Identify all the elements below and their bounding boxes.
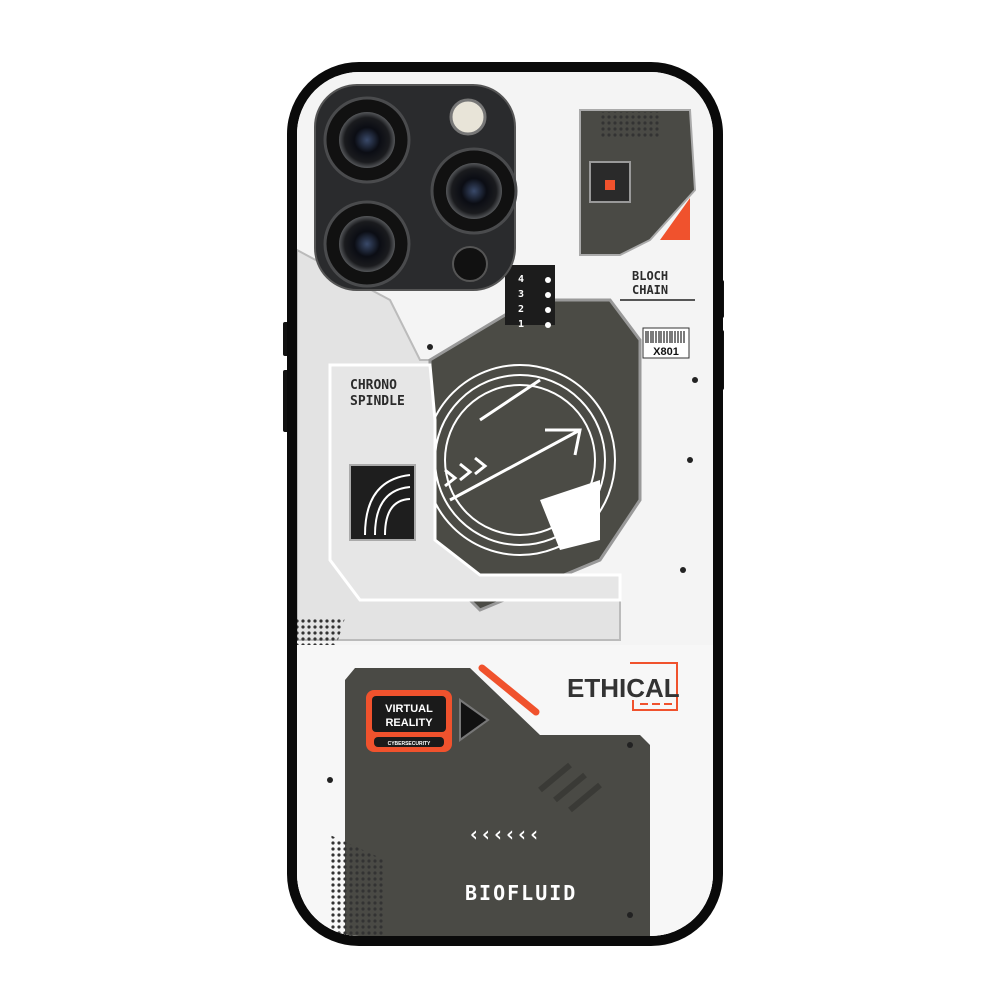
chrono-panel xyxy=(328,363,622,602)
chrono-label-1: CHRONO xyxy=(350,378,397,393)
chevrons: ‹‹‹‹‹‹ xyxy=(468,822,540,846)
play-icon xyxy=(459,698,490,742)
svg-text:1: 1 xyxy=(518,319,524,330)
svg-text:VIRTUAL: VIRTUAL xyxy=(385,703,433,715)
svg-text:CYBERSECURITY: CYBERSECURITY xyxy=(388,741,431,747)
svg-text:4: 4 xyxy=(518,274,524,285)
camera-lens-2 xyxy=(446,163,502,219)
camera-lens-3 xyxy=(339,216,395,272)
camera-lens-1 xyxy=(339,112,395,168)
svg-text:ETHICAL: ETHICAL xyxy=(567,673,680,703)
svg-text:X801: X801 xyxy=(653,346,679,358)
flash-icon xyxy=(449,98,487,136)
svg-text:3: 3 xyxy=(518,289,524,300)
blockchain-label-2: CHAIN xyxy=(632,283,668,297)
ethical-logo: ETHICAL xyxy=(567,662,680,711)
chrono-label-2: SPINDLE xyxy=(350,394,405,409)
lidar-sensor xyxy=(452,246,488,282)
vr-badge: VIRTUAL REALITY CYBERSECURITY xyxy=(366,690,452,752)
barcode: X801 xyxy=(642,327,690,359)
svg-text:REALITY: REALITY xyxy=(385,717,433,729)
camera-module xyxy=(314,84,518,291)
svg-text:2: 2 xyxy=(518,304,524,315)
blockchain-module xyxy=(579,109,697,256)
blockchain-label-1: BLOCH xyxy=(632,269,668,283)
biofluid-label: BIOFLUID xyxy=(465,881,577,905)
